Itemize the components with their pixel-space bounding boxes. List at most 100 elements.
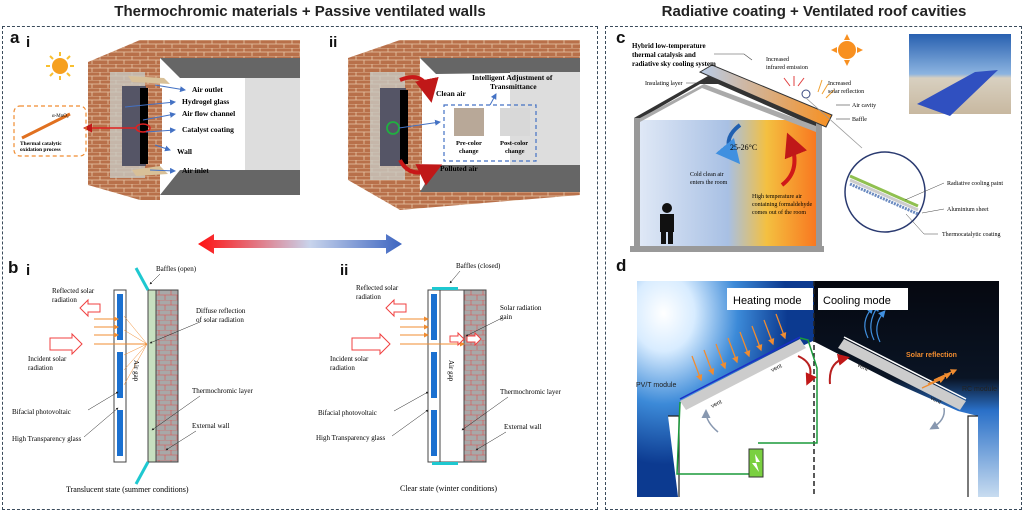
label-hot-1: High temperature air (752, 194, 802, 200)
right-section-title: Radiative coating + Ventilated roof cavi… (661, 3, 967, 20)
rooftop-panel (917, 70, 998, 116)
panel-b-i-labels: Baffles (open) Reflected solar radiation… (12, 265, 254, 494)
label-clean-air: Clean air (436, 89, 466, 98)
panel-a-ii-labels: Clean air Polluted air Intelligent Adjus… (436, 73, 553, 173)
label-solar-1: Increased (828, 81, 851, 87)
label-system-2: thermal catalysis and (632, 51, 696, 59)
label-incident-1: Incident solar (330, 355, 369, 363)
label-incident-1: Incident solar (28, 355, 67, 363)
external-wall (155, 289, 179, 463)
label-intelligent-adjustment: Intelligent Adjustment of (472, 73, 553, 82)
label-catalyst-coating: Catalyst coating (182, 125, 234, 134)
baffle-open-top (134, 267, 150, 291)
inset-caption-2: oxidation process (20, 147, 61, 153)
label-ir-2: infrared emission (766, 64, 808, 71)
label-cold-2: enters the room (690, 180, 728, 186)
baffle-closed-top (432, 287, 458, 290)
panel-b-label: b (8, 258, 19, 277)
rc-module (838, 339, 966, 410)
label-reflected-2: radiation (52, 296, 77, 304)
label-bifacial: Bifacial photovoltaic (318, 409, 377, 417)
label-system-3: radiative sky cooling system (632, 60, 716, 68)
label-air-cavity: Air cavity (852, 103, 876, 109)
label-wall: Wall (177, 147, 192, 156)
label-incident-2: radiation (330, 364, 355, 372)
right-dashed-frame (605, 26, 1022, 510)
label-system-1: Hybrid low-temperature (632, 42, 706, 50)
label-cooling-mode: Cooling mode (823, 295, 891, 307)
reflected-radiation-arrow (79, 298, 101, 318)
thermochromic-layer (147, 289, 157, 463)
cooling-mode-box (818, 288, 908, 310)
label-heating-mode: Heating mode (733, 295, 802, 307)
label-vent-2: vent (770, 363, 783, 374)
air-inlet-baffle (132, 166, 168, 176)
label-glass: High Transparency glass (316, 434, 385, 442)
label-paint: Radiative cooling paint (947, 181, 1003, 187)
label-post-color-1: Post-color (500, 140, 528, 147)
left-section-title: Thermochromic materials + Passive ventil… (114, 3, 486, 20)
label-air-gap: Air gap (132, 360, 140, 382)
label-external-wall: External wall (504, 423, 542, 431)
label-ir-1: Increased (766, 57, 789, 63)
pre-color-photo (454, 108, 484, 136)
label-solar-reflection: Solar reflection (906, 352, 957, 359)
state-transition-double-arrow (198, 234, 402, 254)
panel-b-ii-label: ii (340, 262, 349, 279)
house-body (668, 341, 978, 497)
panel-a-i-labels: Air outlet Hydrogel glass Air flow chann… (124, 84, 235, 175)
air-flow-channel (140, 88, 148, 164)
baffle-closed-bottom (432, 462, 458, 465)
label-diffuse-2: of solar radiation (196, 316, 244, 324)
hot-air-arrow (780, 132, 808, 187)
label-air-flow-channel: Air flow channel (182, 109, 235, 118)
incident-radiation-arrow (49, 332, 83, 356)
air-outlet-baffle (128, 76, 170, 84)
inset-chem-label: α-MnO₂ (52, 114, 69, 119)
label-reflected-2: radiation (356, 293, 381, 301)
label-pvt-module: PV/T module (636, 382, 676, 389)
label-bifacial: Bifacial photovoltaic (12, 408, 71, 416)
panel-a-ii-room (348, 40, 580, 210)
label-transmittance: Transmittance (490, 82, 537, 91)
heating-mode-box (727, 288, 813, 310)
panel-b-ii-diagram (351, 287, 487, 465)
label-baffles-open: Baffles (open) (156, 265, 197, 273)
panel-c-sun-icon (831, 34, 863, 66)
label-gain-2: gain (500, 313, 513, 321)
label-cold-1: Cold clean air (690, 172, 724, 178)
material-layer-detail (844, 151, 926, 233)
panel-c-labels: Hybrid low-temperature thermal catalysis… (632, 42, 1003, 238)
pv-wiring (676, 401, 752, 475)
panel-c-house (630, 64, 863, 252)
label-hot-2: containing formaldehyde (752, 201, 812, 208)
panel-b-i-label: i (26, 262, 31, 279)
clean-air-arrow (399, 75, 439, 103)
label-air-outlet: Air outlet (192, 85, 223, 94)
post-color-photo (500, 108, 530, 136)
polluted-air-arrow (398, 159, 443, 186)
label-thermocatalytic: Thermocatalytic coating (942, 232, 1000, 238)
panel-d-label: d (616, 256, 627, 275)
panel-a-label: a (10, 28, 20, 47)
battery-icon (748, 448, 764, 478)
label-gain-1: Solar radiation (500, 304, 542, 312)
panel-b-ii-labels: Baffles (closed) Reflected solar radiati… (316, 262, 562, 493)
label-aluminium: Aluminium sheet (947, 207, 989, 213)
label-post-color-2: change (505, 148, 525, 155)
label-hydrogel-glass: Hydrogel glass (182, 97, 229, 106)
label-pre-color-1: Pre-color (456, 140, 482, 147)
label-temperature: 25-26°C (730, 143, 757, 152)
label-thermochromic: Thermochromic layer (192, 387, 254, 395)
inset-caption-1: Thermal catalytic (20, 141, 62, 147)
label-thermochromic: Thermochromic layer (500, 388, 562, 396)
thermal-catalytic-inset (13, 105, 87, 157)
label-baffle: Baffle (852, 116, 867, 123)
label-reflected-1: Reflected solar (52, 287, 95, 295)
label-glass: High Transparency glass (12, 435, 81, 443)
panel-a-i-room (83, 40, 300, 200)
caption-winter: Clear state (winter conditions) (400, 484, 497, 493)
label-pre-color-2: change (459, 148, 479, 155)
label-vent-3: vent (856, 362, 869, 373)
